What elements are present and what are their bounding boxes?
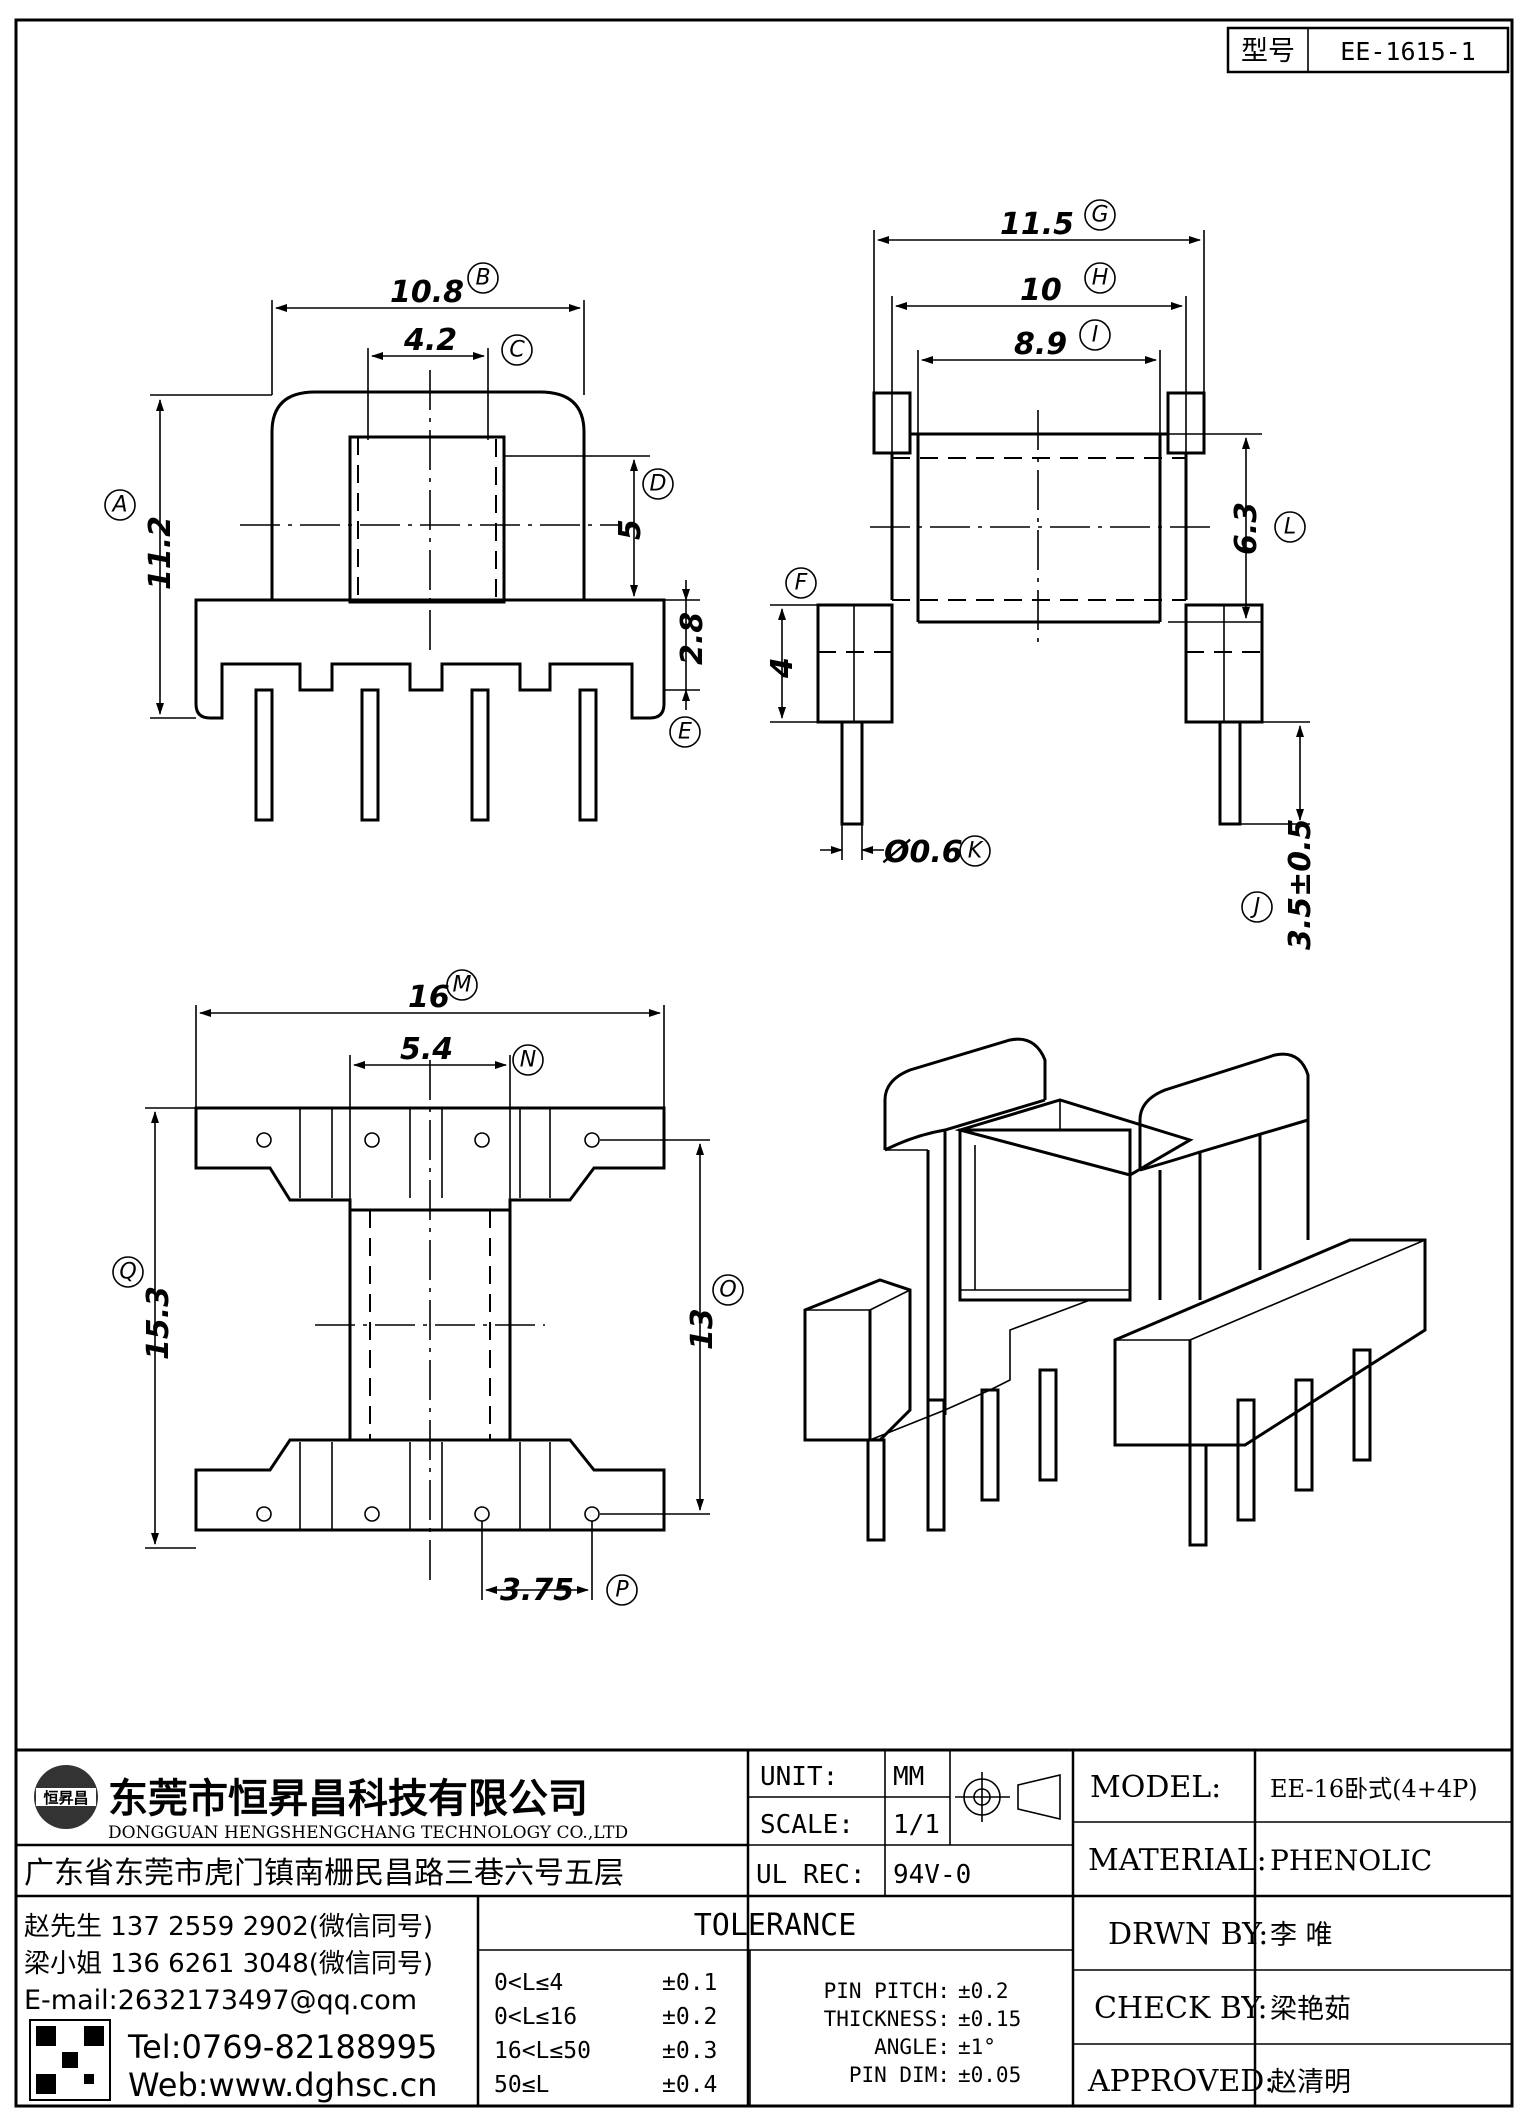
dim-M: 16 — [408, 980, 450, 1015]
company-web: Web:www.dghsc.cn — [128, 2066, 438, 2104]
tol-other-value-2: ±1° — [958, 2035, 996, 2059]
tolerance-ranges: 0<L≤4 ±0.1 0<L≤16 ±0.2 16<L≤50 ±0.3 50≤L… — [494, 1970, 717, 2098]
model-value: EE-16卧式(4+4P) — [1270, 1775, 1478, 1803]
scale-label: SCALE: — [760, 1810, 854, 1840]
tag-L: L — [1284, 515, 1296, 540]
qr-code-icon — [29, 2019, 111, 2101]
tag-P: P — [615, 1578, 629, 1603]
ul-label: UL REC: — [756, 1860, 866, 1890]
tag-F: F — [795, 571, 808, 596]
tol-other-value-3: ±0.05 — [958, 2063, 1021, 2087]
scale-value: 1/1 — [893, 1810, 940, 1840]
dim-O: 13 — [685, 1308, 720, 1350]
dim-G: 11.5 — [1000, 207, 1074, 242]
company-email: E-mail:2632173497@qq.com — [24, 1985, 417, 2016]
bottom-view — [194, 1060, 666, 1580]
drawn-value: 李 唯 — [1270, 1920, 1333, 1951]
tag-G: G — [1091, 203, 1108, 228]
tol-other-label-1: THICKNESS: — [824, 2007, 950, 2031]
company-name-en: DONGGUAN HENGSHENGCHANG TECHNOLOGY CO.,L… — [108, 1823, 628, 1843]
dim-P: 3.75 — [500, 1573, 574, 1608]
dimension-tags: B C A D E G H I L F K J M N Q O P — [104, 199, 1306, 1606]
tol-value-3: ±0.4 — [662, 2072, 717, 2098]
dim-A: 11.2 — [143, 516, 178, 590]
dim-J: 3.5±0.5 — [1283, 819, 1318, 950]
material-value: PHENOLIC — [1270, 1844, 1432, 1877]
unit-value: MM — [893, 1762, 924, 1792]
tag-A: A — [110, 493, 127, 518]
tag-C: C — [509, 338, 525, 363]
tag-H: H — [1092, 266, 1109, 291]
tol-other-value-1: ±0.15 — [958, 2007, 1021, 2031]
sheet-border — [14, 18, 1514, 2108]
dim-D: 5 — [613, 519, 648, 540]
company-name-cn: 东莞市恒昇昌科技有限公司 — [108, 1776, 588, 1822]
dim-L: 6.3 — [1229, 502, 1264, 555]
isometric-view — [803, 1037, 1427, 1547]
approved-value: 赵清明 — [1270, 2067, 1351, 2098]
dim-I: 8.9 — [1014, 327, 1067, 362]
tag-M: M — [453, 973, 472, 998]
dim-B: 10.8 — [390, 275, 464, 310]
dim-K: Ø0.6 — [882, 835, 963, 870]
tolerance-others: PIN PITCH: ±0.2 THICKNESS: ±0.15 ANGLE: … — [824, 1979, 1022, 2087]
dim-E: 2.8 — [675, 612, 710, 665]
logo-text: 恒昇昌 — [43, 1789, 88, 1807]
tol-range-3: 50≤L — [494, 2072, 549, 2098]
drawn-label: DRWN BY: — [1108, 1917, 1268, 1952]
model-label: MODEL: — [1090, 1770, 1221, 1805]
tol-other-label-0: PIN PITCH: — [824, 1979, 950, 2003]
front-view — [194, 370, 666, 822]
tag-Q: Q — [119, 1260, 136, 1285]
tol-other-value-0: ±0.2 — [958, 1979, 1009, 2003]
tolerance-title: TOLERANCE — [694, 1908, 857, 1943]
company-logo: 恒昇昌 — [34, 1765, 98, 1829]
tol-range-1: 0<L≤16 — [494, 2004, 577, 2030]
tol-range-0: 0<L≤4 — [494, 1970, 563, 1996]
dim-C: 4.2 — [403, 323, 457, 358]
tag-O: O — [719, 1278, 736, 1303]
tag-N: N — [520, 1048, 536, 1073]
projection-symbol-icon — [955, 1772, 1061, 1822]
dim-F: 4 — [765, 657, 800, 679]
tag-B: B — [475, 266, 490, 291]
check-value: 梁艳茹 — [1270, 1994, 1351, 2025]
tag-K: K — [968, 839, 984, 864]
company-tel: Tel:0769-82188995 — [127, 2028, 437, 2066]
tol-other-label-3: PIN DIM: — [849, 2063, 950, 2087]
material-label: MATERIAL: — [1088, 1843, 1267, 1878]
front-view-dims: 10.8 4.2 11.2 5 2.8 — [143, 275, 710, 719]
approved-label: APPROVED: — [1087, 2064, 1274, 2099]
dim-H: 10 — [1020, 273, 1062, 308]
tag-I: I — [1092, 323, 1099, 348]
side-view-dims: 11.5 10 8.9 6.3 4 Ø0.6 3.5±0.5 — [765, 207, 1318, 950]
side-view — [816, 391, 1264, 826]
check-label: CHECK BY: — [1094, 1991, 1268, 2026]
tag-J: J — [1250, 895, 1261, 920]
bottom-view-dims: 16 5.4 15.3 13 3.75 — [141, 980, 720, 1608]
tol-other-label-2: ANGLE: — [874, 2035, 950, 2059]
dim-N: 5.4 — [400, 1032, 453, 1067]
model-tag-value: EE-1615-1 — [1340, 37, 1475, 66]
model-tag-label: 型号 — [1241, 36, 1295, 67]
tol-value-0: ±0.1 — [662, 1970, 717, 1996]
unit-label: UNIT: — [760, 1762, 838, 1792]
title-block: 恒昇昌 东莞市恒昇昌科技有限公司 DONGGUAN HENGSHENGCHANG… — [16, 1748, 1512, 2106]
model-tag: 型号 EE-1615-1 — [1226, 26, 1510, 74]
tol-value-1: ±0.2 — [662, 2004, 717, 2030]
ul-value: 94V-0 — [893, 1860, 971, 1890]
tol-range-2: 16<L≤50 — [494, 2038, 591, 2064]
contact-2: 梁小姐 136 6261 3048(微信同号) — [24, 1949, 433, 1979]
tol-value-2: ±0.3 — [662, 2038, 717, 2064]
company-address: 广东省东莞市虎门镇南栅民昌路三巷六号五层 — [24, 1856, 624, 1891]
tag-D: D — [650, 472, 667, 497]
dim-Q: 15.3 — [141, 1286, 176, 1360]
contact-1: 赵先生 137 2559 2902(微信同号) — [24, 1912, 433, 1942]
tag-E: E — [678, 720, 692, 745]
